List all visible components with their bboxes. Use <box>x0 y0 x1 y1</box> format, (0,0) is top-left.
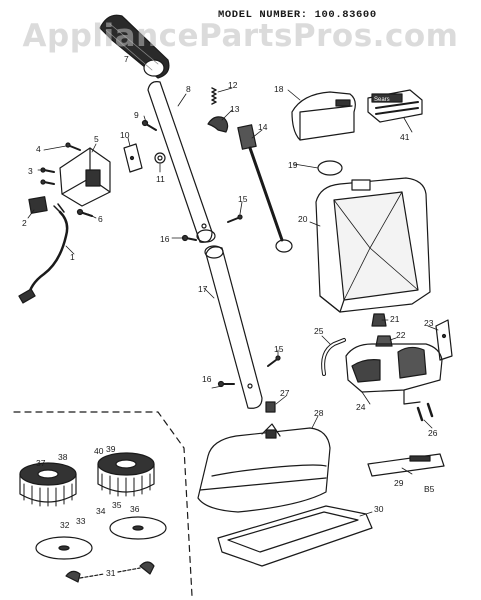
pad-left <box>35 536 93 560</box>
screw-9 <box>141 119 157 131</box>
callout-3: 3 <box>28 166 33 176</box>
callout-11: 11 <box>156 174 165 184</box>
callout-17: 17 <box>198 284 208 294</box>
callout-41: 41 <box>400 132 410 142</box>
lower-handle-tube <box>204 245 263 409</box>
callout-19: 19 <box>288 160 298 170</box>
callout-22: 22 <box>396 330 406 340</box>
callout-37: 37 <box>36 458 46 468</box>
callout-9: 9 <box>134 110 139 120</box>
base-housing <box>197 423 331 513</box>
callout-39: 39 <box>106 444 116 454</box>
callout-31: 31 <box>106 568 116 578</box>
callout-b5: B5 <box>424 484 435 494</box>
pad-right <box>109 516 167 540</box>
callout-18: 18 <box>274 84 284 94</box>
spring-clip <box>207 116 229 133</box>
callout-32: 32 <box>60 520 70 530</box>
callout-2: 2 <box>22 218 27 228</box>
callout-29: 29 <box>394 478 404 488</box>
clips-31 <box>65 561 155 583</box>
callout-23: 23 <box>424 318 434 328</box>
bracket-plate <box>123 143 143 173</box>
recovery-tray <box>217 505 373 567</box>
switch-bracket <box>59 147 111 207</box>
callout-25: 25 <box>314 326 324 336</box>
spring <box>211 87 217 105</box>
callout-35: 35 <box>112 500 122 510</box>
badge-text: Sears <box>374 97 390 103</box>
callout-27: 27 <box>280 388 290 398</box>
screw-16-upper <box>181 234 197 242</box>
callout-16-lower: 16 <box>202 374 212 384</box>
callout-10: 10 <box>120 130 130 140</box>
callout-28: 28 <box>314 408 324 418</box>
callout-13: 13 <box>230 104 240 114</box>
callout-4: 4 <box>36 144 41 154</box>
support-rod <box>237 124 293 253</box>
callout-26: 26 <box>428 428 438 438</box>
screw-15-upper <box>227 214 243 223</box>
callout-20: 20 <box>298 214 308 224</box>
solution-tank <box>315 177 431 313</box>
clip-27 <box>265 401 276 413</box>
callout-6: 6 <box>98 214 103 224</box>
tank-cover <box>291 91 356 141</box>
brush-section-divider <box>13 411 193 597</box>
power-cord <box>18 203 69 304</box>
screw-16-lower <box>217 380 235 388</box>
model-number-label: MODEL NUMBER: 100.83600 <box>218 9 377 21</box>
brush-right <box>97 452 155 497</box>
hose <box>321 338 346 376</box>
callout-16-upper: 16 <box>160 234 170 244</box>
handle-grip <box>99 14 170 79</box>
callout-24: 24 <box>356 402 366 412</box>
callout-30: 30 <box>374 504 384 514</box>
pump-housing <box>345 343 443 405</box>
callout-12: 12 <box>228 80 238 90</box>
bumper-strip <box>367 453 445 477</box>
callout-1: 1 <box>70 252 75 262</box>
screw-15-lower <box>267 355 281 367</box>
switch <box>28 196 48 214</box>
callout-15-upper: 15 <box>238 194 248 204</box>
nut-11 <box>154 152 166 164</box>
callout-14: 14 <box>258 122 268 132</box>
callout-8: 8 <box>186 84 191 94</box>
brush-left <box>19 462 77 507</box>
screws-26 <box>416 402 434 422</box>
valve-21 <box>371 313 387 327</box>
callout-34: 34 <box>96 506 106 516</box>
tank-cap <box>317 160 343 176</box>
screw-4 <box>65 142 81 151</box>
callout-36: 36 <box>130 504 140 514</box>
callout-21: 21 <box>390 314 400 324</box>
callout-5: 5 <box>94 134 99 144</box>
callout-7: 7 <box>124 54 129 64</box>
screw-3b <box>40 179 55 185</box>
upper-handle-tube <box>147 81 216 243</box>
callout-40: 40 <box>94 446 104 456</box>
latch <box>435 319 453 361</box>
callout-15-lower: 15 <box>274 344 284 354</box>
badge-plate <box>367 89 423 123</box>
callout-33: 33 <box>76 516 86 526</box>
callout-38: 38 <box>58 452 68 462</box>
